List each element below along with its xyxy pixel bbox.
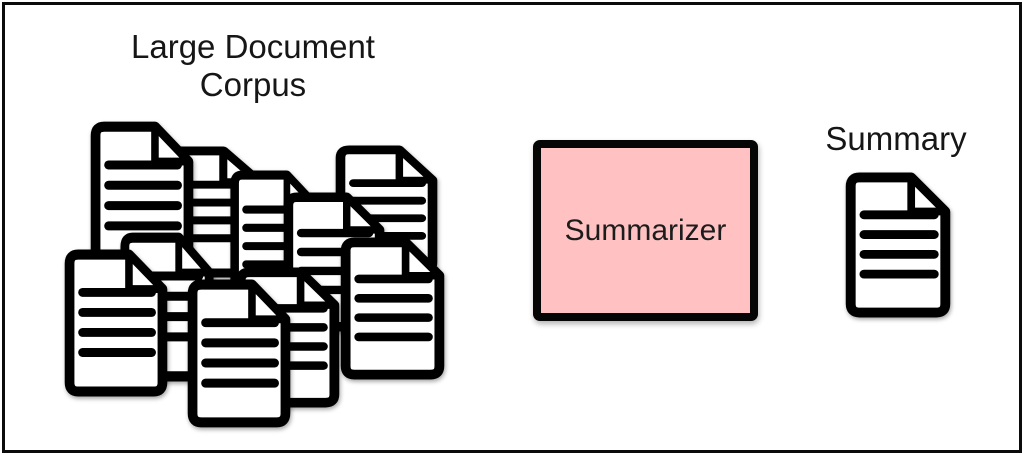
summary-title: Summary <box>825 120 967 157</box>
document-icon <box>70 255 163 392</box>
corpus-title: Large Document Corpus <box>131 28 375 103</box>
document-icon <box>193 285 286 423</box>
document-icon <box>346 242 440 374</box>
summarizer-box: Summarizer <box>533 140 758 321</box>
summarizer-label: Summarizer <box>564 213 727 247</box>
summary-document-icon <box>843 172 953 318</box>
